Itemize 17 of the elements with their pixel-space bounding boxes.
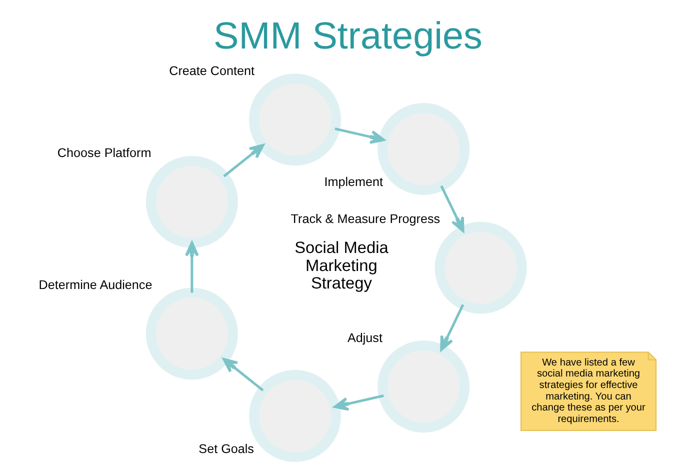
arrow [184,242,198,293]
node-label: Track & Measure Progress [290,212,440,226]
label: Social Media Marketing Strategy [294,239,388,292]
arrow [334,128,384,144]
node-label: Set Goals [198,442,254,456]
arrow [222,358,264,392]
node-label: Create Content [168,64,254,78]
arrow [440,304,464,351]
node-label: Implement [324,175,383,190]
node-label: Determine Audience [38,278,152,292]
arrow [440,185,464,232]
diagram-title: SMM Strategies [213,15,482,58]
node-label: Adjust [346,330,382,345]
arrow [333,394,384,411]
arrow [222,144,264,178]
node-label: Choose Platform [56,146,151,160]
node-circle [145,156,238,248]
